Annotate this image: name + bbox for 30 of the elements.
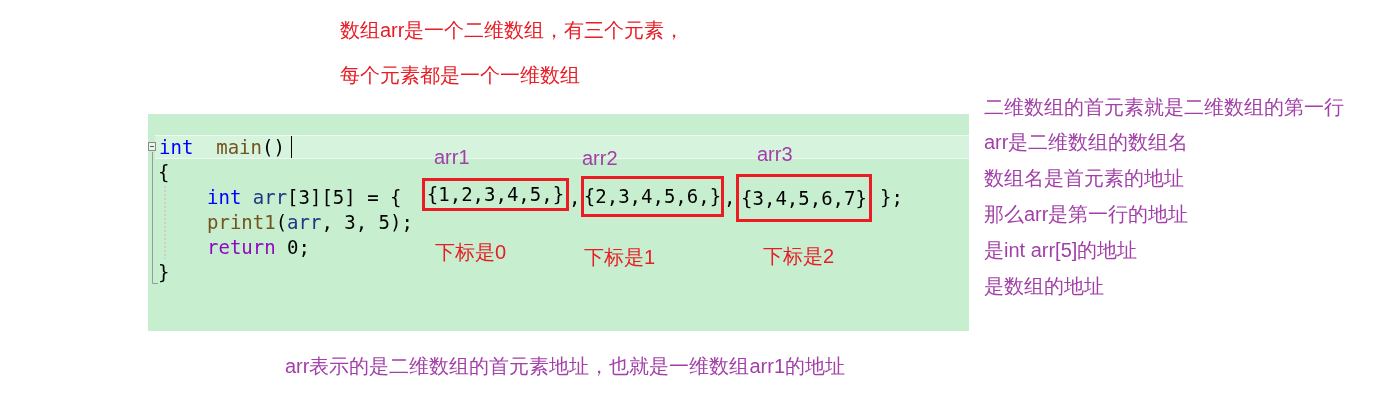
annotation-text: 每个元素都是一个一维数组 bbox=[340, 63, 580, 87]
highlight-frame bbox=[581, 176, 724, 217]
code-text: }; bbox=[880, 185, 903, 210]
annotation-text: 是数组的地址 bbox=[984, 274, 1104, 298]
annotation-text: 数组名是首元素的地址 bbox=[984, 166, 1184, 190]
array-name-label: arr2 bbox=[582, 146, 618, 170]
array-name-label: arr1 bbox=[434, 145, 470, 169]
code-line: return 0; bbox=[207, 235, 310, 260]
code-punctuation: , bbox=[569, 185, 581, 210]
code-line: print1(arr, 3, 5); bbox=[207, 210, 413, 235]
array-name-label: arr3 bbox=[757, 142, 793, 166]
annotation-text: arr表示的是二维数组的首元素地址，也就是一维数组arr1的地址 bbox=[285, 354, 845, 378]
annotation-text: 那么arr是第一行的地址 bbox=[984, 202, 1189, 226]
code-text: {3,4,5,6,7} bbox=[741, 185, 867, 211]
code-punctuation: , bbox=[724, 185, 736, 210]
code-editor-panel bbox=[148, 114, 969, 331]
annotation-text: arr是二维数组的数组名 bbox=[984, 130, 1189, 154]
code-line: { bbox=[158, 160, 170, 185]
highlight-frame bbox=[736, 174, 872, 222]
code-text: {2,3,4,5,6,} bbox=[583, 184, 722, 209]
index-label: 下标是1 bbox=[584, 245, 656, 269]
annotation-text: 是int arr[5]的地址 bbox=[984, 238, 1138, 262]
code-text: int arr[3][5] = { bbox=[207, 185, 402, 210]
index-label: 下标是2 bbox=[763, 244, 835, 268]
code-line: } bbox=[158, 260, 170, 285]
annotation-text: 数组arr是一个二维数组，有三个元素， bbox=[340, 18, 685, 42]
annotation-text: 二维数组的首元素就是二维数组的第一行 bbox=[984, 95, 1344, 119]
code-line: int main() bbox=[159, 135, 285, 160]
index-label: 下标是0 bbox=[435, 240, 507, 264]
code-text: {1,2,3,4,5,} bbox=[426, 182, 565, 207]
